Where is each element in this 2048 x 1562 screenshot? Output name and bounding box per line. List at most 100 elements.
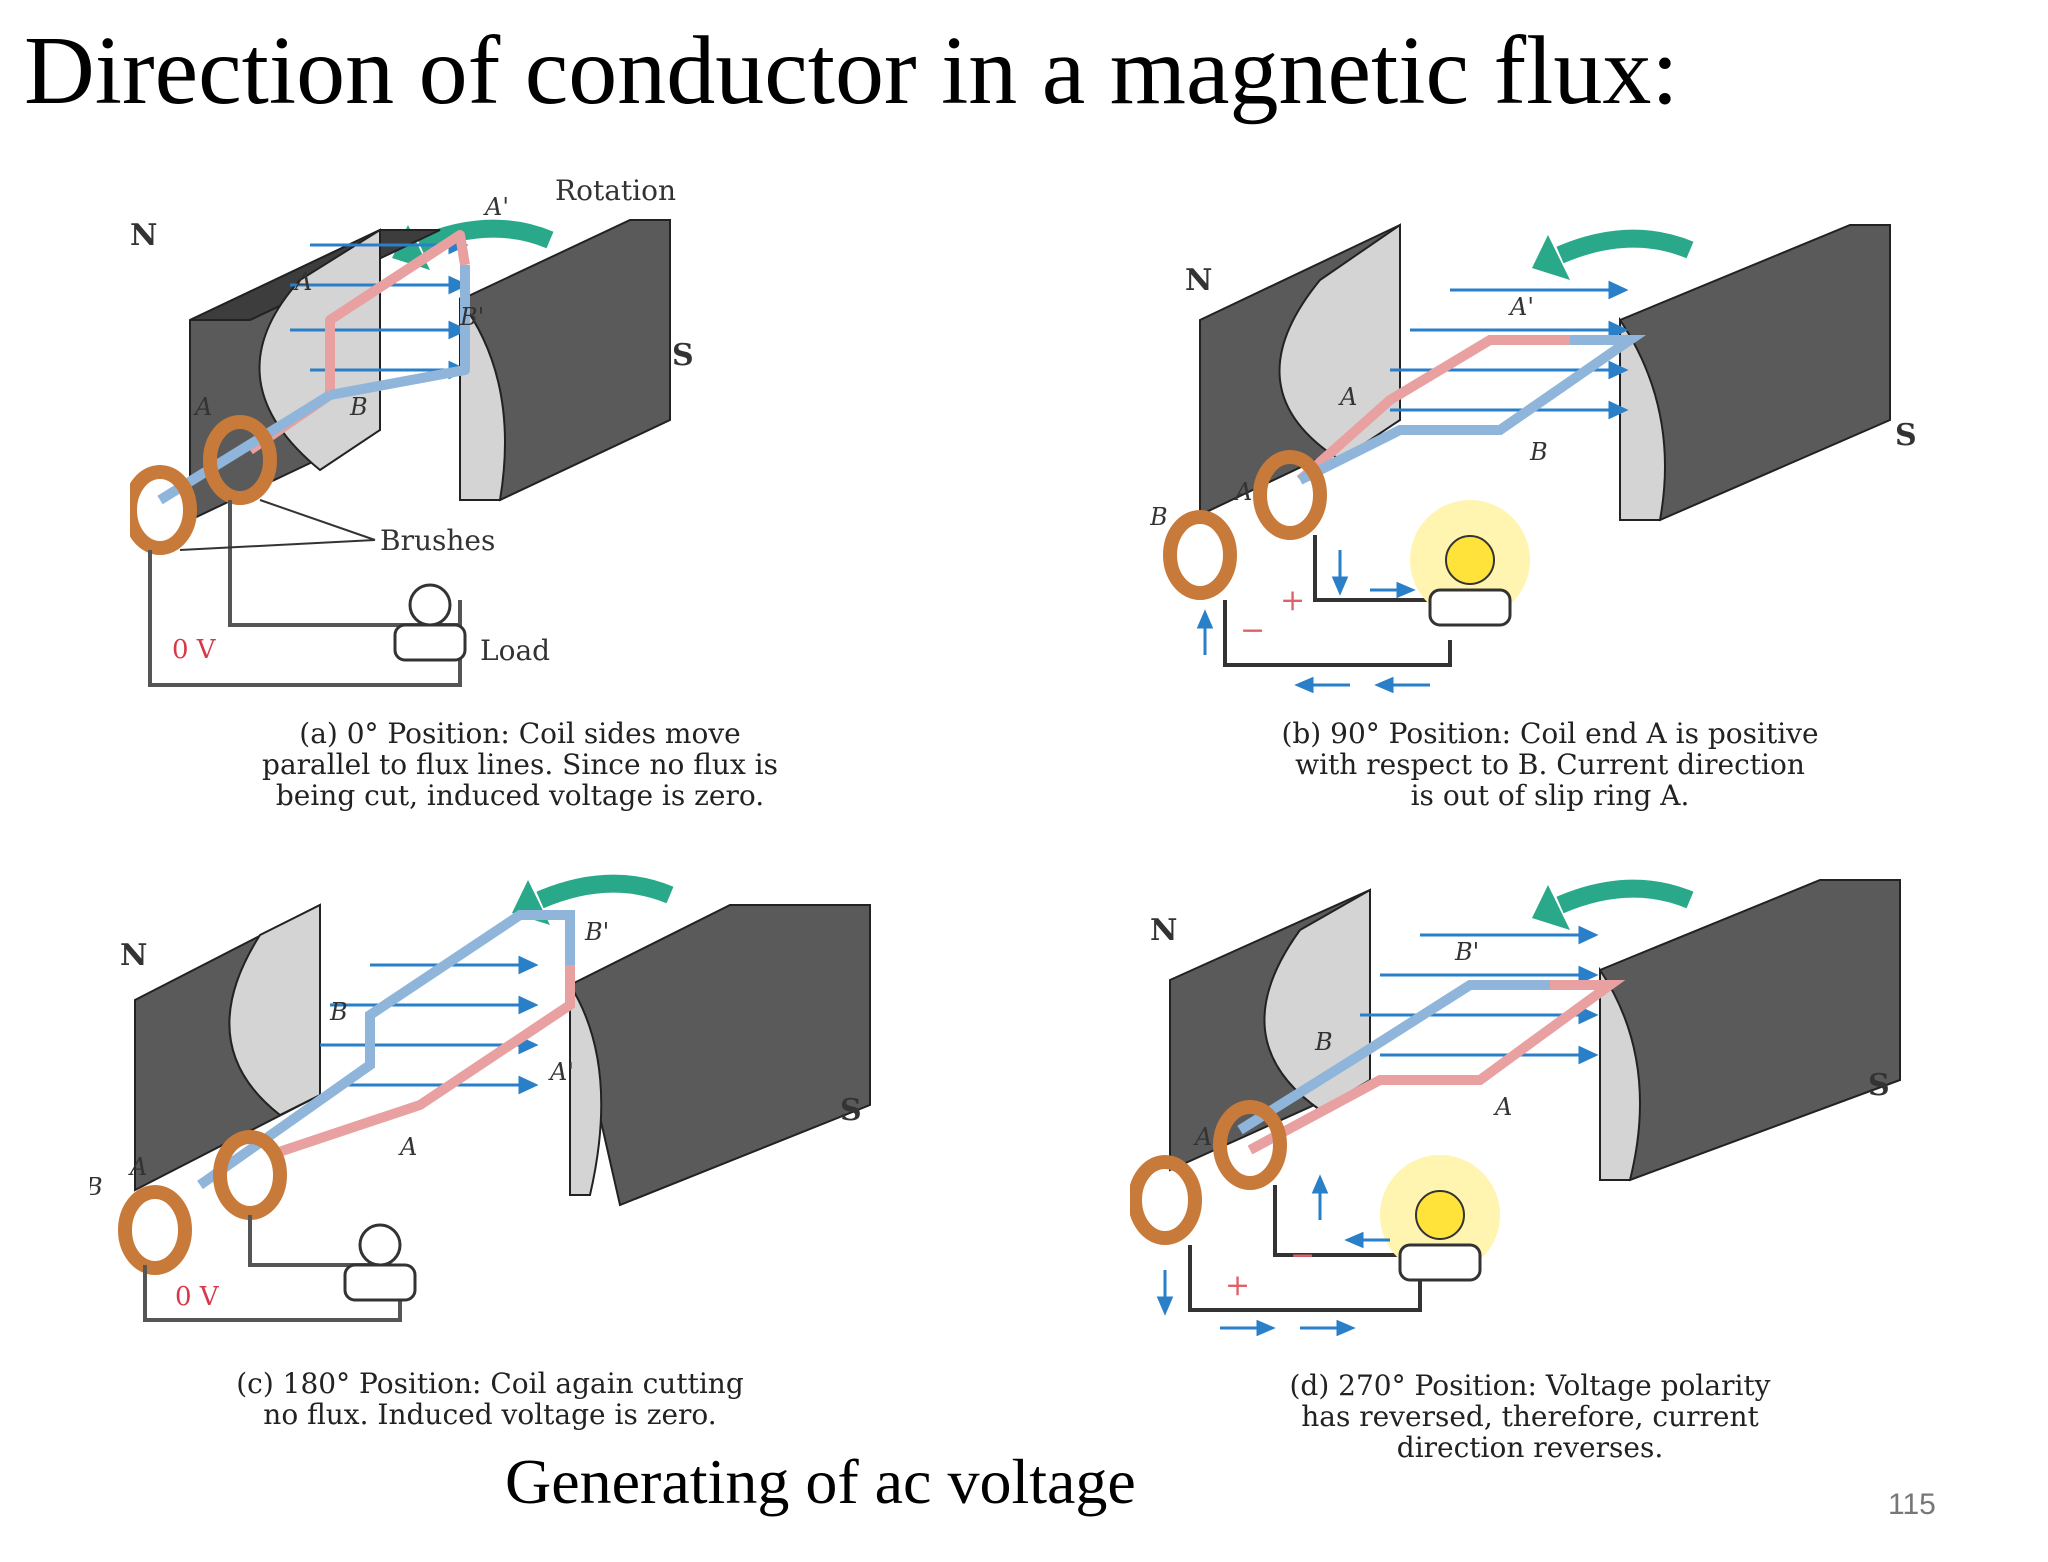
coil-side-a xyxy=(268,965,575,1160)
polarity-plus: + xyxy=(1280,583,1305,618)
ring-label-b: B xyxy=(1150,503,1168,531)
north-magnet xyxy=(1199,223,1401,517)
generator-diagram-270deg: N S B' B A A B + − xyxy=(1130,879,1901,1337)
pole-n-label: N xyxy=(1150,913,1177,948)
rotation-arrow-icon xyxy=(416,219,554,254)
polarity-minus: − xyxy=(1240,613,1265,648)
pole-n-label: N xyxy=(130,218,157,253)
coil-side-a xyxy=(1296,335,1570,484)
pole-n-label: N xyxy=(1185,263,1212,298)
ring-label-a: A xyxy=(1233,478,1252,506)
panel-d-diagram: N S B' B A A B + − xyxy=(1130,870,1930,1340)
flux-lines xyxy=(1360,925,1599,1065)
rotation-arrow-icon xyxy=(536,874,674,909)
south-magnet xyxy=(1618,224,1891,522)
coil-label-a-prime: A' xyxy=(483,193,509,221)
caption-line: (d) 270° Position: Voltage polarity xyxy=(1289,1369,1771,1402)
slip-ring-a xyxy=(213,1130,287,1220)
load-bulb-icon xyxy=(343,1223,417,1302)
load-bulb-icon xyxy=(393,583,467,662)
ring-label-a: A xyxy=(128,1153,147,1181)
coil-label-a: A xyxy=(1338,383,1357,411)
coil-label-a: A xyxy=(398,1133,417,1161)
panel-b-diagram: N S A' A B A B + − xyxy=(1150,220,1950,700)
panel-d-caption: (d) 270° Position: Voltage polarity has … xyxy=(1130,1370,1930,1463)
slide-title: Direction of conductor in a magnetic flu… xyxy=(24,17,1679,125)
coil-label-b: B xyxy=(1529,438,1548,466)
coil-label-a: A xyxy=(293,268,312,296)
lit-bulb-icon xyxy=(1428,535,1512,627)
slip-ring-a xyxy=(203,415,277,505)
flux-lines xyxy=(1390,280,1629,420)
circuit-wire xyxy=(1313,535,1450,602)
figure-caption: Generating of ac voltage xyxy=(505,1446,1136,1517)
lit-bulb-icon xyxy=(1398,1190,1482,1282)
pole-s-label: S xyxy=(1868,1068,1890,1103)
slip-ring-a xyxy=(1253,450,1327,540)
south-magnet xyxy=(568,904,871,1207)
ring-label-a: A xyxy=(193,393,212,421)
coil-label-b: B xyxy=(349,393,368,421)
caption-line: has reversed, therefore, current xyxy=(1301,1400,1759,1433)
generator-diagram-90deg: N S A' A B A B + − xyxy=(1150,223,1917,694)
pole-s-label: S xyxy=(672,338,694,373)
pole-s-label: S xyxy=(1895,418,1917,453)
ring-label-a: A xyxy=(1193,1123,1212,1151)
page-number: 115 xyxy=(1888,1488,1936,1521)
circuit-wire xyxy=(1273,1185,1420,1257)
slip-ring-b xyxy=(118,1185,192,1275)
brushes-label: Brushes xyxy=(380,524,495,557)
polarity-minus: − xyxy=(1290,1238,1315,1273)
circuit-wire xyxy=(228,500,462,627)
coil-label-a-prime: A' xyxy=(548,1058,574,1086)
panel-a-caption: (a) 0° Position: Coil sides move paralle… xyxy=(120,718,920,811)
polarity-plus: + xyxy=(1225,1268,1250,1303)
panel-c-diagram: N S B' A' B A A B 0 V xyxy=(90,865,890,1335)
caption-line: is out of slip ring A. xyxy=(1410,779,1690,812)
circuit-wire xyxy=(248,1215,380,1267)
pole-n-label: N xyxy=(120,938,147,973)
current-arrows xyxy=(1196,550,1430,694)
rotation-label: Rotation xyxy=(555,174,676,207)
caption-line: (c) 180° Position: Coil again cutting xyxy=(236,1367,744,1400)
caption-line: (a) 0° Position: Coil sides move xyxy=(299,717,741,750)
caption-line: direction reverses. xyxy=(1396,1431,1664,1464)
coil-label-a: A xyxy=(1493,1093,1512,1121)
coil-side-b xyxy=(329,265,470,400)
north-magnet xyxy=(1169,888,1371,1172)
coil-side-b xyxy=(1297,335,1647,485)
slip-ring-b xyxy=(1130,1155,1202,1245)
coil-label-b: B xyxy=(329,998,348,1026)
ring-label-b: B xyxy=(90,1173,103,1201)
coil-side-b xyxy=(197,910,575,1190)
coil-label-b-prime: B' xyxy=(584,918,609,946)
panel-c-caption: (c) 180° Position: Coil again cutting no… xyxy=(90,1368,890,1430)
caption-line: parallel to flux lines. Since no flux is xyxy=(262,748,778,781)
brush-pointer xyxy=(259,499,376,541)
panel-b-caption: (b) 90° Position: Coil end A is positive… xyxy=(1135,718,1965,811)
voltage-readout: 0 V xyxy=(172,635,217,665)
rotation-arrow-icon xyxy=(1556,229,1694,264)
load-label: Load xyxy=(480,634,550,667)
panel-a-diagram: Rotation N S A' B' A B A xyxy=(130,170,910,710)
slip-ring-a xyxy=(1213,1100,1287,1190)
coil-label-b-prime: B' xyxy=(1454,938,1479,966)
pole-s-label: S xyxy=(840,1093,862,1128)
generator-diagram-180deg: N S B' A' B A A B 0 V xyxy=(90,874,871,1322)
caption-line: no flux. Induced voltage is zero. xyxy=(263,1398,717,1431)
caption-line: (b) 90° Position: Coil end A is positive xyxy=(1281,717,1819,750)
slip-ring-b xyxy=(130,465,197,555)
rotation-arrow-icon xyxy=(1556,879,1694,914)
south-magnet xyxy=(1598,879,1901,1182)
current-arrows xyxy=(1156,1174,1390,1337)
voltage-readout: 0 V xyxy=(175,1282,220,1312)
coil-side-a xyxy=(1247,980,1626,1155)
coil-label-a-prime: A' xyxy=(1508,293,1534,321)
caption-line: with respect to B. Current direction xyxy=(1295,748,1805,781)
coil-label-b-prime: B' xyxy=(459,303,484,331)
caption-line: being cut, induced voltage is zero. xyxy=(275,779,765,812)
coil-side-b xyxy=(1237,980,1550,1135)
south-magnet xyxy=(458,219,671,502)
coil-label-b: B xyxy=(1314,1028,1333,1056)
generator-diagram-0deg: Rotation N S A' B' A B A xyxy=(130,174,694,687)
